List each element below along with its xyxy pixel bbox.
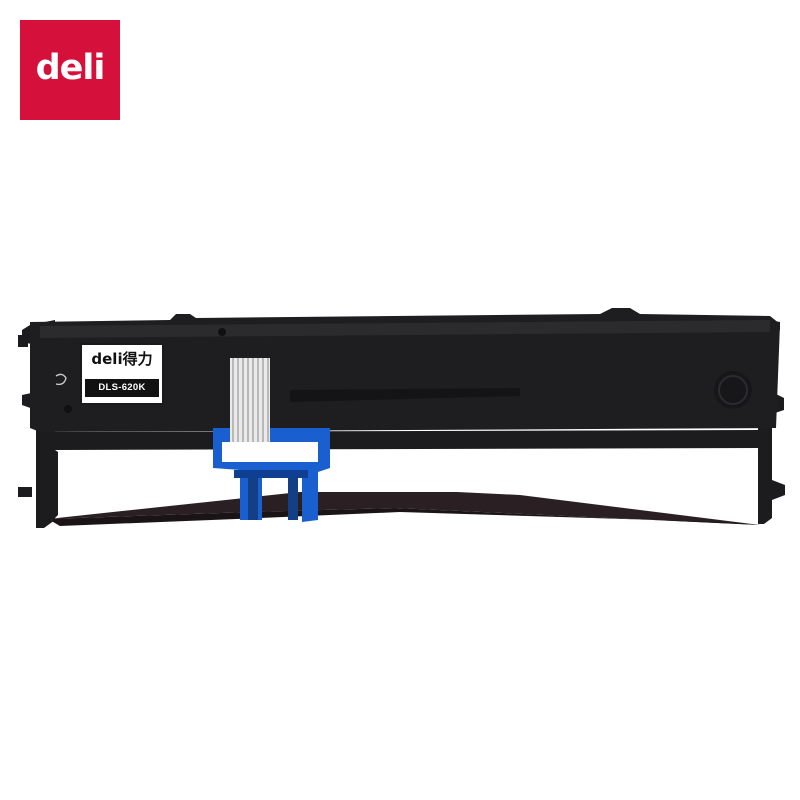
blue-clip-leg: [248, 478, 258, 520]
cartridge-body: [30, 308, 780, 432]
blue-clip-window: [222, 442, 318, 462]
ribbon-strands: [230, 358, 270, 442]
frame-opening-left: [55, 450, 58, 518]
hook: [55, 373, 67, 386]
blue-clip-bar: [234, 470, 308, 478]
knob-ring: [718, 375, 748, 405]
cartridge-label: deli得力 DLS-620K: [80, 343, 164, 405]
inner-frame: [55, 430, 760, 450]
ink-ribbon: [48, 489, 760, 525]
ink-ribbon-lower: [48, 508, 760, 526]
brand-logo: deli: [20, 20, 120, 120]
brand-logo-text: deli: [35, 47, 106, 88]
left-arm-notch: [18, 487, 32, 497]
body-groove: [290, 388, 520, 402]
screw-hole: [64, 405, 72, 413]
blue-clip-leg-2: [288, 478, 298, 520]
left-arm-notch-2: [18, 335, 28, 347]
model-number: DLS-620K: [85, 379, 159, 397]
screw-hole-2: [218, 328, 226, 336]
cartridge-label-brand: deli得力: [91, 350, 153, 368]
frame-opening: [58, 452, 758, 492]
